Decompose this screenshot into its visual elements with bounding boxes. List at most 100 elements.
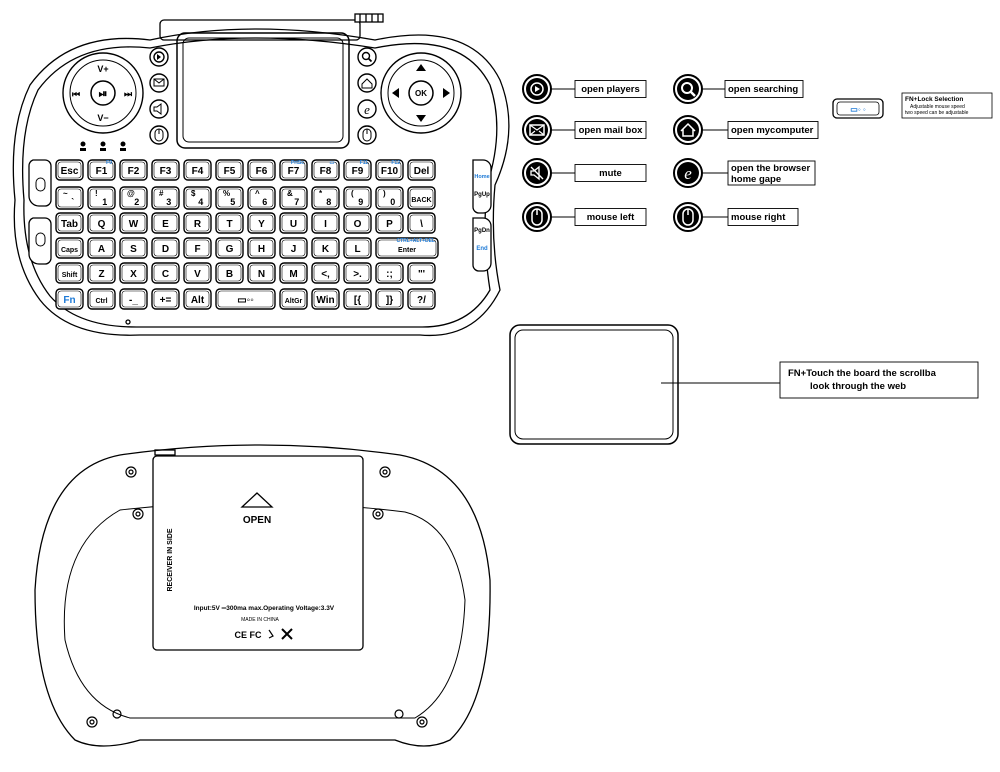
key-4-4[interactable]: V [183, 262, 212, 284]
key-label: Fn [63, 295, 75, 306]
key-5-1[interactable]: Ctrl [87, 288, 116, 310]
key-label: ]} [386, 295, 393, 306]
search-hotkey-button[interactable] [357, 47, 377, 67]
key-2-10[interactable]: P [375, 212, 404, 234]
key-3-0[interactable]: Caps [55, 237, 84, 259]
key-1-2[interactable]: 2@ [119, 186, 148, 210]
key-4-0[interactable]: Shift [55, 262, 84, 284]
key-4-5[interactable]: B [215, 262, 244, 284]
key-4-8[interactable]: <, [311, 262, 340, 284]
key-2-3[interactable]: E [151, 212, 180, 234]
key-5-8[interactable]: [{ [343, 288, 372, 310]
key-2-7[interactable]: U [279, 212, 308, 234]
key-2-0[interactable]: Tab [55, 212, 84, 234]
side-key-pgdn[interactable]: PgDn [474, 228, 490, 234]
key-3-4[interactable]: F [183, 237, 212, 259]
key-5-6[interactable]: AltGr [279, 288, 308, 310]
key-5-2[interactable]: -_ [119, 288, 148, 310]
key-0-8[interactable]: F8▭◦ [311, 159, 340, 181]
mail-hotkey-button[interactable] [149, 73, 169, 93]
key-1-4[interactable]: 4$ [183, 186, 212, 210]
right-side-keys[interactable]: Home PgUp PgDn End [472, 159, 492, 272]
key-2-9[interactable]: O [343, 212, 372, 234]
key-0-0[interactable]: Esc [55, 159, 84, 181]
key-2-4[interactable]: R [183, 212, 212, 234]
key-1-11[interactable]: BACK [407, 186, 436, 210]
key-3-2[interactable]: S [119, 237, 148, 259]
key-5-9[interactable]: ]} [375, 288, 404, 310]
key-1-0[interactable]: `~ [55, 186, 84, 210]
key-4-9[interactable]: >. [343, 262, 372, 284]
key-3-5[interactable]: G [215, 237, 244, 259]
key-5-0[interactable]: Fn [55, 288, 84, 310]
key-3-3[interactable]: D [151, 237, 180, 259]
key-label: R [194, 219, 202, 230]
key-0-5[interactable]: F5 [215, 159, 244, 181]
mouse-right-hotkey-button[interactable] [357, 125, 377, 145]
key-4-3[interactable]: C [151, 262, 180, 284]
key-1-10[interactable]: 0) [375, 186, 404, 210]
side-key-pgup[interactable]: PgUp [474, 192, 490, 198]
key-4-6[interactable]: N [247, 262, 276, 284]
key-label: M [289, 269, 297, 280]
key-5-10[interactable]: ?/ [407, 288, 436, 310]
mute-hotkey-button[interactable] [149, 99, 169, 119]
key-5-5[interactable]: ▭◦◦ [215, 288, 276, 310]
play-pause-icon[interactable]: ⏯ [99, 88, 108, 100]
key-2-6[interactable]: Y [247, 212, 276, 234]
key-5-3[interactable]: += [151, 288, 180, 310]
key-label: 9 [358, 197, 363, 207]
key-3-6[interactable]: H [247, 237, 276, 259]
key-5-4[interactable]: Alt [183, 288, 212, 310]
key-0-3[interactable]: F3 [151, 159, 180, 181]
browser-hotkey-button[interactable]: e [357, 99, 377, 119]
key-1-7[interactable]: 7& [279, 186, 308, 210]
key-1-8[interactable]: 8* [311, 186, 340, 210]
key-0-6[interactable]: F6 [247, 159, 276, 181]
key-2-1[interactable]: Q [87, 212, 116, 234]
key-4-10[interactable]: :; [375, 262, 404, 284]
key-2-5[interactable]: T [215, 212, 244, 234]
key-3-8[interactable]: K [311, 237, 340, 259]
key-5-7[interactable]: Win [311, 288, 340, 310]
legend-label: mouse left [587, 212, 635, 223]
key-3-1[interactable]: A [87, 237, 116, 259]
ok-button-label[interactable]: OK [415, 89, 427, 98]
media-dpad[interactable]: ⏯ V+ V− ⏮ ⏭ [62, 52, 144, 134]
key-1-9[interactable]: 9( [343, 186, 372, 210]
key-4-11[interactable]: "' [407, 262, 436, 284]
key-1-1[interactable]: 1! [87, 186, 116, 210]
key-0-2[interactable]: F2 [119, 159, 148, 181]
mouse-left-hotkey-button[interactable] [149, 125, 169, 145]
side-key-home[interactable]: Home [474, 174, 489, 180]
navigation-dpad[interactable]: OK [380, 52, 462, 134]
key-3-9[interactable]: L [343, 237, 372, 259]
home-hotkey-button[interactable] [357, 73, 377, 93]
play-hotkey-button[interactable] [149, 47, 169, 67]
touchpad[interactable] [176, 32, 350, 149]
key-0-11[interactable]: Del [407, 159, 436, 181]
mail-icon [522, 115, 552, 145]
side-key-end[interactable]: End [476, 246, 488, 252]
key-4-2[interactable]: X [119, 262, 148, 284]
key-label: Shift [62, 272, 78, 279]
key-4-1[interactable]: Z [87, 262, 116, 284]
key-2-2[interactable]: W [119, 212, 148, 234]
key-3-7[interactable]: J [279, 237, 308, 259]
key-label: Del [414, 166, 430, 177]
key-1-6[interactable]: 6^ [247, 186, 276, 210]
key-2-11[interactable]: \ [407, 212, 436, 234]
key-4-7[interactable]: M [279, 262, 308, 284]
key-1-5[interactable]: 5% [215, 186, 244, 210]
play-icon [522, 74, 552, 104]
key-0-4[interactable]: F4 [183, 159, 212, 181]
key-2-8[interactable]: I [311, 212, 340, 234]
side-mouse-buttons[interactable] [28, 159, 52, 265]
key-label: U [290, 219, 297, 230]
key-1-3[interactable]: 3# [151, 186, 180, 210]
